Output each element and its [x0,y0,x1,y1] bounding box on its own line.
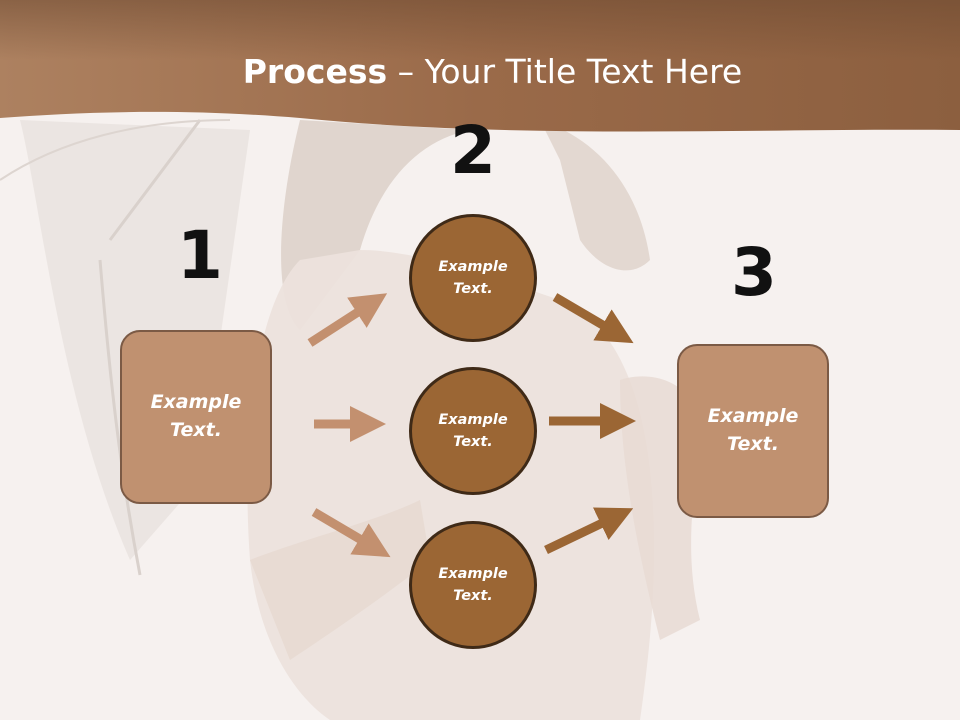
circle-top: Example Text. [409,214,537,342]
step-number-2: 2 [450,112,496,189]
circle-bottom-text: Example Text. [438,565,508,604]
title-rest: – Your Title Text Here [387,52,743,91]
circle-middle-text: Example Text. [438,411,508,450]
step-number-1: 1 [177,217,223,294]
circle-top-text: Example Text. [438,258,508,297]
left-text-box: Example Text. [120,330,272,504]
circle-middle: Example Text. [409,367,537,495]
right-box-text: Example Text. [707,405,799,455]
title-bold: Process [242,52,388,91]
slide-title: Process – Your Title Text Here [0,52,960,91]
arrow-bottom-to-right [544,507,634,555]
circle-bottom: Example Text. [409,521,537,649]
arrow-left-to-top [307,293,388,347]
arrow-left-to-bottom [311,508,391,558]
step-number-3: 3 [731,234,777,311]
arrow-top-to-right [552,293,634,344]
right-text-box: Example Text. [677,344,829,518]
left-box-text: Example Text. [150,391,242,441]
